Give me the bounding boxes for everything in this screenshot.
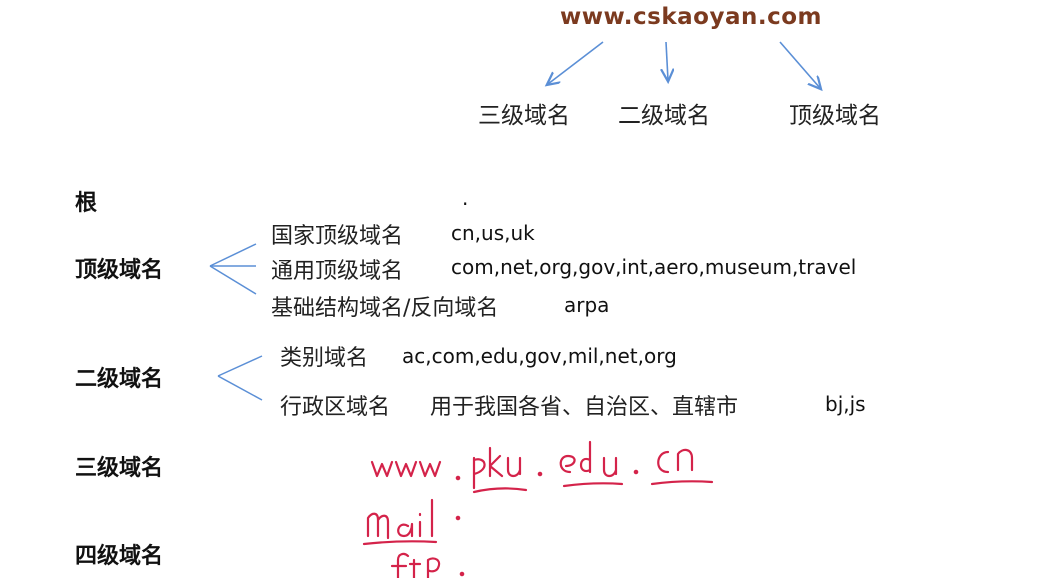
root-label: 根: [75, 191, 98, 216]
hw-pku: [472, 446, 522, 490]
root-symbol: .: [462, 186, 469, 210]
third-level-label: 三级域名: [75, 456, 164, 481]
top-level-brace: [209, 243, 257, 295]
category-domain-name: 类别域名: [280, 346, 369, 371]
second-level-brace: [217, 355, 263, 401]
infra-tld-value: arpa: [564, 293, 610, 317]
region-domain-desc: 用于我国各省、自治区、直辖市: [430, 395, 739, 420]
hw-underline-pku: [472, 487, 528, 494]
hw-underline-edu: [562, 482, 624, 488]
generic-tld-name: 通用顶级域名: [271, 259, 404, 284]
hw-dot-5: [459, 571, 465, 577]
region-domain-name: 行政区域名: [280, 395, 391, 420]
arrow-to-third-level: [548, 41, 604, 84]
hw-mail: [366, 498, 434, 540]
hw-dot-2: [537, 471, 543, 477]
infra-tld-name: 基础结构域名/反向域名: [271, 296, 499, 321]
second-level-label: 二级域名: [75, 367, 164, 392]
hw-underline-mail: [362, 540, 438, 546]
hw-dot-4: [455, 515, 461, 521]
top-level-label: 顶级域名: [75, 258, 164, 283]
hw-dot-3: [633, 469, 639, 475]
country-tld-value: cn,us,uk: [451, 221, 535, 245]
part-third-level: 三级域名: [478, 103, 570, 129]
arrow-to-top-level: [779, 41, 820, 88]
part-top-level: 顶级域名: [789, 103, 881, 129]
arrow-to-second-level: [666, 41, 668, 80]
hw-dot-1: [455, 475, 461, 481]
hw-www: [370, 460, 442, 478]
hw-edu: [559, 440, 618, 478]
hw-cn: [657, 448, 694, 474]
part-second-level: 二级域名: [618, 103, 710, 129]
generic-tld-value: com,net,org,gov,int,aero,museum,travel: [451, 255, 857, 279]
hw-underline-cn: [650, 480, 714, 486]
hw-ftp: [390, 552, 441, 578]
category-domain-value: ac,com,edu,gov,mil,net,org: [402, 344, 677, 368]
country-tld-name: 国家顶级域名: [271, 224, 404, 249]
region-domain-value: bj,js: [825, 392, 866, 416]
example-url: www.cskaoyan.com: [560, 4, 822, 30]
fourth-level-label: 四级域名: [75, 544, 164, 569]
